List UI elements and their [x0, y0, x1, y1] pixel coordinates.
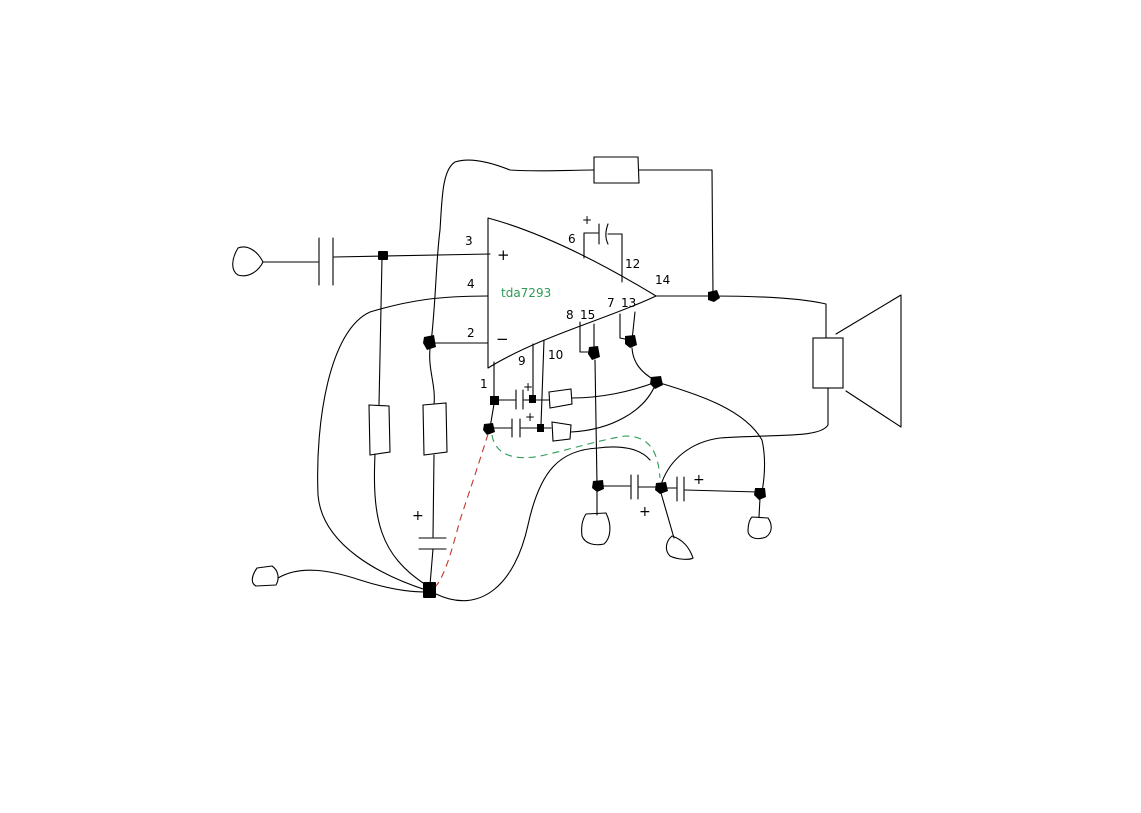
pin-7-label: 7	[607, 296, 615, 310]
input-bias-resistor	[368, 404, 391, 456]
resistor-pin9	[548, 388, 573, 409]
wire-bias-to-ground	[373, 453, 427, 586]
pin-1-label: 1	[480, 377, 488, 391]
wire-pin9-resistor	[571, 381, 657, 399]
node-pin9	[529, 395, 536, 403]
dashed-green-path	[491, 434, 661, 479]
cap-6-sign: +	[582, 213, 592, 227]
wire-pin10	[540, 339, 545, 426]
wire-supply-neg	[594, 359, 598, 485]
cap-9-sign: +	[523, 380, 533, 394]
wire-pin12	[607, 233, 623, 283]
node-pin1-upper	[490, 396, 499, 405]
node-pin8-15	[588, 346, 600, 360]
feedback-cap-sign: +	[412, 508, 424, 524]
node-output	[708, 290, 720, 302]
pin-9-label: 9	[518, 354, 526, 368]
wire-pin4	[317, 295, 489, 591]
wire-cap-to-pin3	[333, 253, 491, 258]
speaker-body	[812, 337, 844, 389]
node-pin1-lower	[483, 423, 495, 435]
wire-feedback-top	[430, 159, 595, 344]
resistor-pin10	[551, 421, 572, 442]
dashed-red-path	[435, 433, 489, 587]
node-pin10	[537, 424, 544, 432]
pin-13-label: 13	[621, 296, 636, 310]
pin-6-label: 6	[568, 232, 576, 246]
cap-bottom2-sign: +	[693, 472, 705, 488]
wire-resistor-to-cap	[432, 454, 435, 538]
pin-2-label: 2	[467, 326, 475, 340]
wire-cap-bottom2	[684, 489, 759, 493]
node-input	[378, 251, 388, 260]
feedback-resistor	[593, 156, 640, 184]
node-supply-pos-bottom	[754, 488, 766, 500]
wire-ground-jack-bottom	[660, 492, 675, 539]
ground-supply-jack	[665, 535, 694, 560]
node-pin2	[423, 335, 436, 350]
wire-pos-jack	[758, 497, 761, 518]
feedback-ground-resistor	[422, 402, 448, 456]
wire-cap-to-ground	[429, 548, 434, 586]
wire-feedback-right	[638, 169, 714, 297]
wire-pin2-down	[429, 348, 435, 406]
wire-pin10-resistor	[570, 382, 657, 433]
pin-10-label: 10	[548, 348, 563, 362]
negative-supply-jack	[581, 512, 611, 546]
chip-label: tda7293	[501, 286, 551, 300]
pin-4-label: 4	[467, 277, 475, 291]
cap-10-sign: +	[525, 410, 535, 424]
pin-15-label: 15	[580, 308, 595, 322]
node-pin7-13	[625, 335, 637, 348]
wire-supply-pos-right	[659, 382, 766, 493]
ground-node	[423, 582, 436, 598]
wire-input-bias	[378, 257, 383, 406]
positive-supply-jack	[747, 516, 772, 540]
inverting-sign: −	[496, 330, 509, 348]
cap-6-plate-b	[605, 223, 609, 245]
noninverting-sign: +	[497, 246, 510, 264]
wire-pin6	[583, 232, 599, 259]
node-bottom-middle	[655, 482, 668, 494]
wire-supply-pos	[631, 347, 657, 382]
pin-12-label: 12	[625, 257, 640, 271]
wire-ground-return	[435, 446, 651, 602]
node-supply-pos	[650, 376, 663, 389]
wire-speaker-return	[661, 387, 829, 483]
pin-3-label: 3	[465, 234, 473, 248]
pin-8-label: 8	[566, 308, 574, 322]
ground-jack	[251, 565, 279, 587]
wire-ground-jack	[277, 569, 425, 593]
cap-bottom1-sign: +	[639, 504, 651, 520]
pin-14-label: 14	[655, 273, 670, 287]
node-supply-neg	[592, 480, 604, 492]
wire-output	[655, 295, 827, 339]
speaker-cone	[835, 294, 902, 428]
input-jack	[232, 246, 264, 277]
